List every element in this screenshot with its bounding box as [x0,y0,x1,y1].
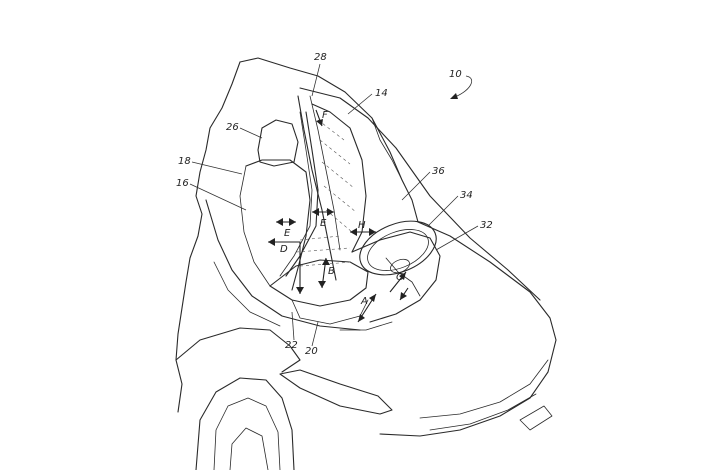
wheel-tire [213,397,281,470]
leader-32 [435,225,479,251]
hood-line [417,221,557,341]
arrow-E-right [312,208,334,216]
dir-F: F [322,110,328,121]
grille-line [429,393,537,431]
ref-26: 26 [226,122,239,133]
arrow-G-hub [399,287,409,301]
arrow-E-left [276,218,296,226]
leader-26 [239,127,263,139]
leader-10-head [450,93,458,99]
leader-18 [191,161,243,175]
dir-A: A [360,296,368,307]
body-side [175,327,301,373]
windshield-inner [371,117,405,185]
dir-D: D [280,244,288,255]
headrest [257,119,299,167]
ref-10: 10 [449,69,462,80]
ref-34: 34 [460,190,473,201]
arrow-B [318,257,330,289]
seat-cushion [269,259,369,307]
seatbelt-edge [279,111,313,277]
airbag-envelope [175,57,419,413]
grille-line [419,359,549,419]
a-pillar-inner [309,95,341,251]
arrow-H [350,228,376,236]
ref-20: 20 [305,346,318,357]
leader-22 [291,311,295,341]
dir-B: B [328,266,335,277]
dir-H: H [358,220,366,231]
leader-28 [311,63,321,97]
door-sill [213,261,281,327]
arrow-A [357,293,377,323]
ref-32: 32 [480,220,493,231]
fog-lamp [519,405,553,431]
a-pillar [297,95,337,281]
headlamp [279,369,393,415]
roof-line [299,87,541,301]
arrow-D [268,238,304,294]
leader-16 [189,183,247,211]
steering-hub-center [390,258,410,274]
floor-line [339,321,393,331]
ref-18: 18 [178,156,191,167]
ref-36: 36 [432,166,445,177]
arrow-F [315,109,323,127]
seat-back [245,159,311,291]
seat-cushion-front [291,299,369,325]
steering-wheel-inner [367,229,429,271]
ref-16: 16 [176,178,189,189]
wheel-arch [195,377,295,470]
leader-14 [347,93,373,115]
dir-E-left: E [284,228,291,239]
seatbelt [285,111,319,277]
steering-wheel [359,220,437,276]
instrument-panel [351,231,441,323]
ref-28: 28 [314,52,327,63]
seat-back-side [239,165,271,287]
leader-20 [311,321,319,347]
airbag-hatch [317,119,357,233]
wheel-hub [229,427,269,470]
front-fascia [379,339,557,437]
ref-22: 22 [285,340,298,351]
arrow-G [389,271,407,293]
dir-G: G [396,272,404,283]
dir-E-right: E [320,218,327,229]
door-line [205,199,361,331]
leader-34 [427,195,459,227]
leader-36 [401,171,431,201]
ref-14: 14 [375,88,388,99]
